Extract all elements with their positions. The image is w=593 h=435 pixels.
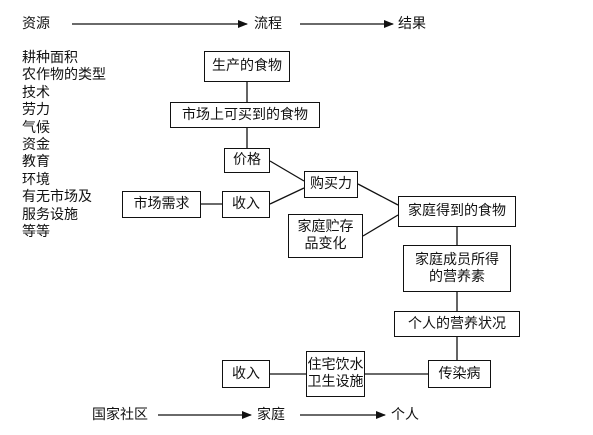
- link-price-purchase: [269, 160, 305, 182]
- box-household-food-label: 家庭得到的食物: [408, 203, 506, 219]
- box-income-label: 收入: [232, 196, 260, 212]
- resource-item: 服务设施: [22, 206, 78, 223]
- resource-item: 技术: [22, 84, 50, 101]
- box-market-food: 市场上可买到的食物: [170, 102, 320, 128]
- header-results: 结果: [398, 16, 426, 32]
- box-infectious-disease-label: 传染病: [438, 365, 481, 382]
- box-housing-sanitation: 住宅饮水 卫生设施: [306, 351, 365, 397]
- resource-item: 劳力: [22, 102, 50, 119]
- box-income-2-label: 收入: [232, 365, 260, 382]
- footer-family: 家庭: [257, 407, 285, 423]
- footer-individual: 个人: [391, 407, 419, 423]
- resource-item: 等等: [22, 224, 50, 241]
- box-purchasing-power-label: 购买力: [310, 176, 352, 192]
- box-market-food-label: 市场上可买到的食物: [182, 106, 308, 123]
- footer-country: 国家社区: [92, 407, 148, 423]
- resource-item: 资金: [22, 137, 50, 154]
- resource-item: 教育: [22, 154, 50, 171]
- box-purchasing-power: 购买力: [304, 171, 358, 198]
- box-stock-change-label: 家庭贮存 品变化: [297, 219, 354, 252]
- box-market-demand-label: 市场需求: [133, 196, 190, 212]
- box-income: 收入: [222, 191, 270, 218]
- box-price-label: 价格: [233, 152, 261, 168]
- box-production-food: 生产的食物: [204, 51, 290, 82]
- link-stock-household: [362, 214, 399, 237]
- box-member-nutrients-label: 家庭成员所得 的营养素: [415, 251, 499, 285]
- box-income-2: 收入: [222, 360, 270, 388]
- box-market-demand: 市场需求: [122, 191, 201, 218]
- box-household-food: 家庭得到的食物: [398, 196, 516, 227]
- box-price: 价格: [224, 148, 270, 173]
- resource-item: 耕种面积: [22, 50, 78, 66]
- box-production-food-label: 生产的食物: [212, 58, 282, 74]
- box-infectious-disease: 传染病: [428, 360, 491, 388]
- box-housing-sanitation-label: 住宅饮水 卫生设施: [307, 357, 364, 390]
- box-individual-nutrition: 个人的营养状况: [394, 311, 520, 337]
- resource-item: 环境: [22, 171, 50, 188]
- link-purchase-household: [357, 183, 399, 206]
- resource-item: 有无市场及: [22, 189, 92, 206]
- link-income-purchase: [269, 187, 305, 205]
- resources-list: 耕种面积 农作物的类型 技术 劳力 气候 资金 教育 环境 有无市场及 服务设施…: [22, 50, 106, 241]
- box-member-nutrients: 家庭成员所得 的营养素: [403, 245, 511, 292]
- box-stock-change: 家庭贮存 品变化: [288, 214, 363, 258]
- resource-item: 气候: [22, 119, 50, 136]
- resource-item: 农作物的类型: [22, 67, 106, 84]
- box-individual-nutrition-label: 个人的营养状况: [408, 315, 506, 332]
- header-resources: 资源: [22, 16, 50, 32]
- header-process: 流程: [254, 16, 282, 32]
